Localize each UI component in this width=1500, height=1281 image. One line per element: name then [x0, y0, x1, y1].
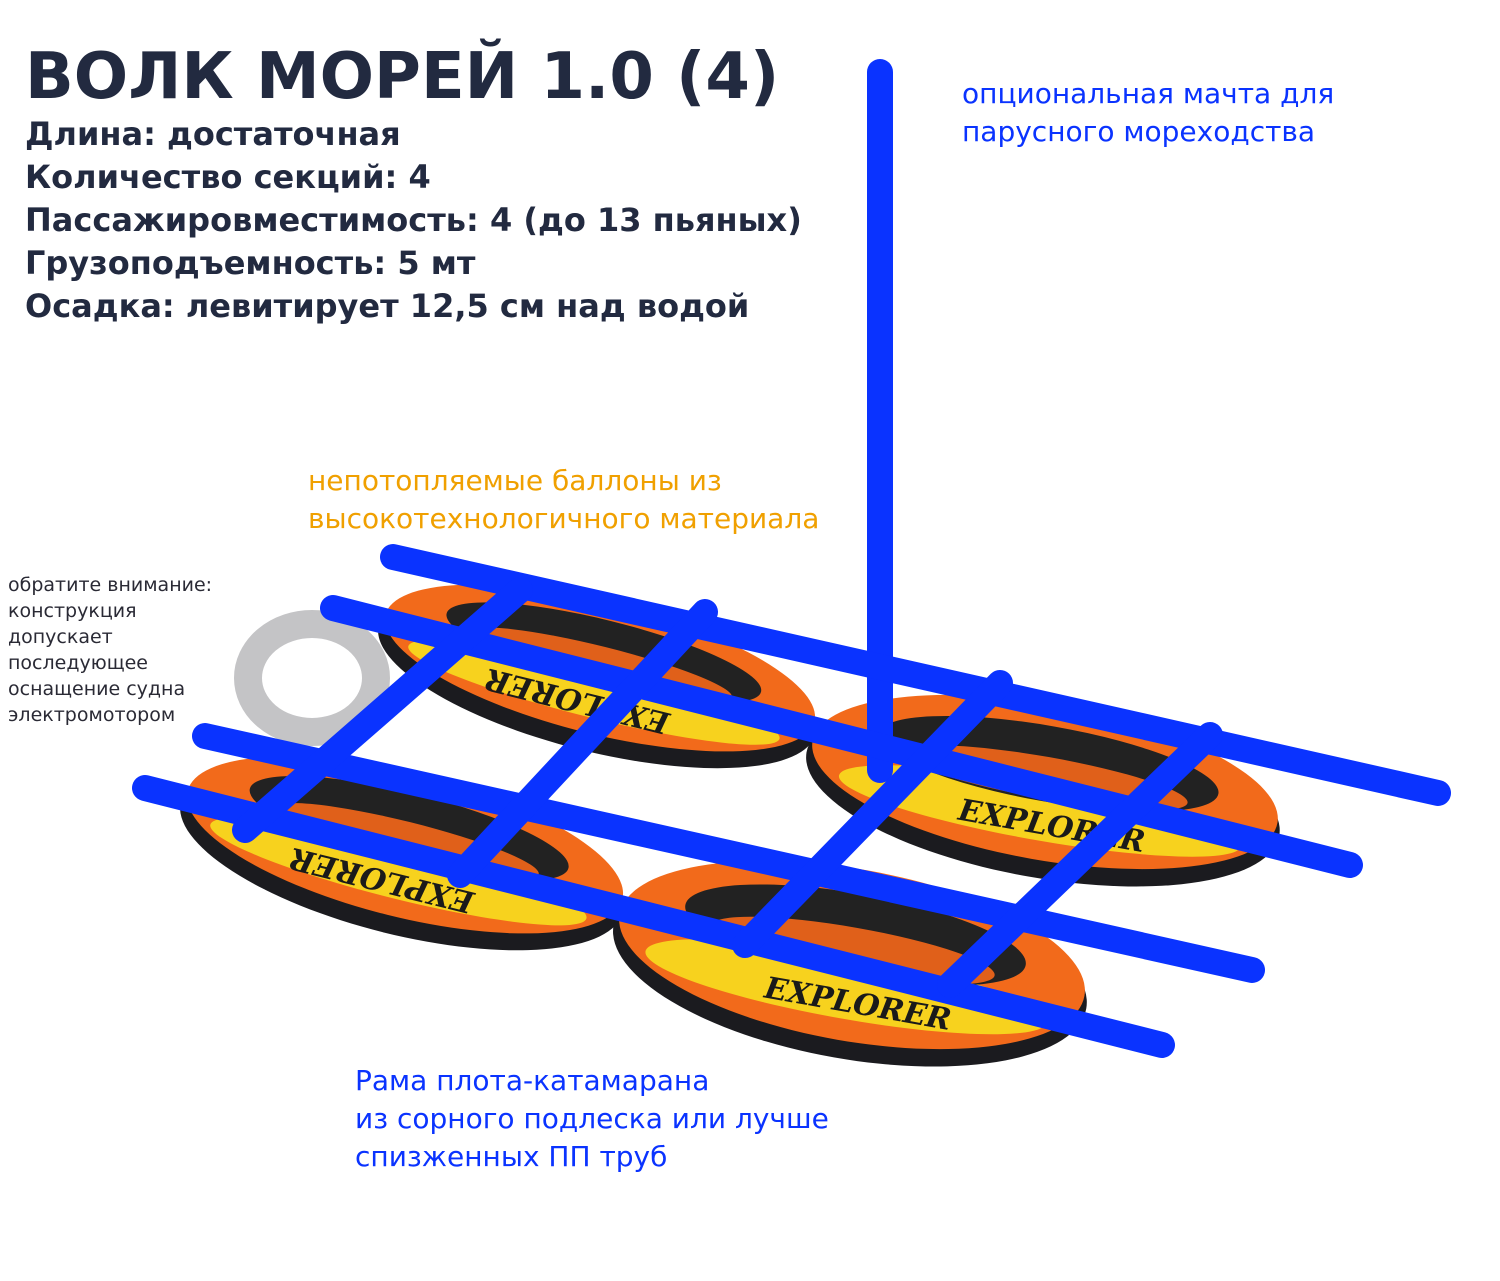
motor-note-line: последующее — [8, 652, 148, 674]
spec-draft: Осадка: левитирует 12,5 см над водой — [25, 287, 749, 325]
spec-capacity: Пассажировместимость: 4 (до 13 пьяных) — [25, 201, 802, 239]
raft-frame — [132, 544, 1451, 1058]
frame-annotation-line2: из сорного подлеска или лучше — [355, 1102, 829, 1135]
diagram-title: ВОЛК МОРЕЙ 1.0 (4) — [25, 38, 779, 114]
motor-note-line: допускает — [8, 626, 113, 648]
motor-note-line: электромотором — [8, 704, 175, 726]
mast-annotation-line1: опциональная мачта для — [962, 77, 1334, 110]
frame-beam — [380, 544, 1451, 806]
frame-crossbar — [732, 670, 1013, 958]
spec-length: Длина: достаточная — [25, 115, 401, 153]
frame-annotation-line1: Рама плота-катамарана — [355, 1064, 709, 1097]
floats-annotation-line1: непотопляемые баллоны из — [308, 464, 722, 497]
frame-beam — [192, 723, 1265, 983]
frame-annotation-line3: спизженных ПП труб — [355, 1140, 667, 1173]
motor-note: обратите внимание: конструкция допускает… — [8, 574, 212, 726]
frame-crossbar — [232, 577, 533, 843]
motor-note-line: конструкция — [8, 600, 137, 622]
spec-load: Грузоподъемность: 5 мт — [25, 244, 476, 282]
motor-note-line: оснащение судна — [8, 678, 185, 700]
spec-sections: Количество секций: 4 — [25, 158, 431, 196]
motor-ring-icon — [234, 610, 390, 746]
frame-crossbar — [937, 722, 1223, 998]
floats-annotation-line2: высокотехнологичного материала — [308, 502, 819, 535]
frame-beam — [132, 775, 1175, 1058]
frame-crossbar — [447, 599, 718, 888]
mast-annotation-line2: парусного мореходства — [962, 115, 1315, 148]
motor-note-line: обратите внимание: — [8, 574, 212, 596]
frame-beam — [320, 595, 1363, 878]
